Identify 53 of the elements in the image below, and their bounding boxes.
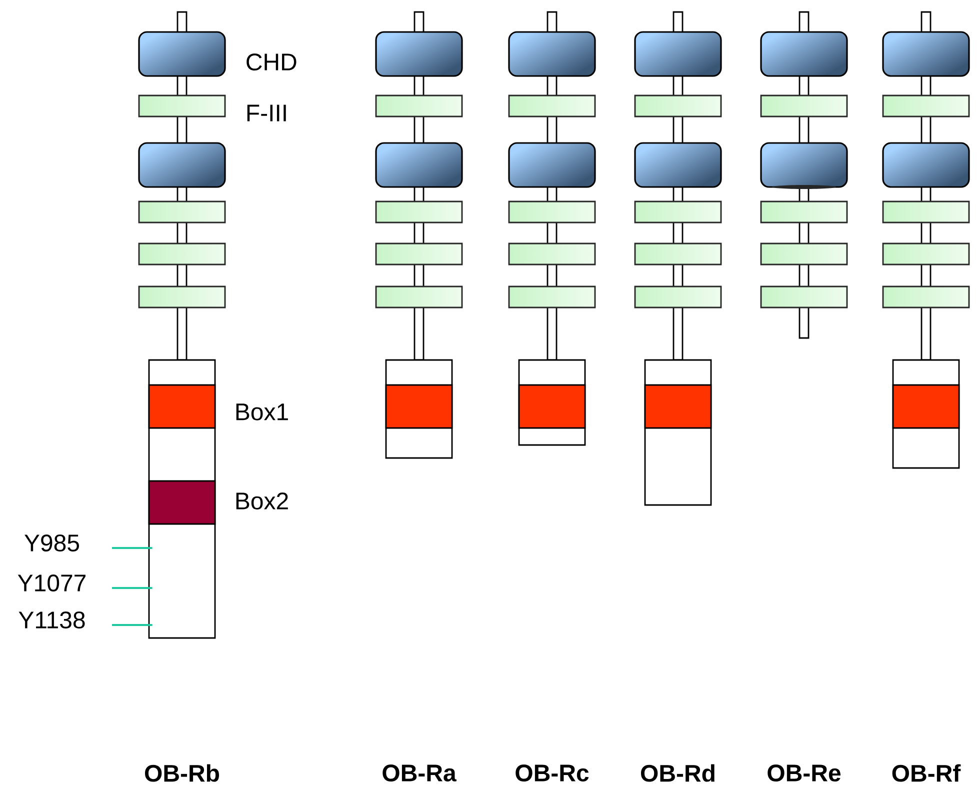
chd-domain <box>634 31 722 77</box>
fibronectin-domain <box>375 286 463 308</box>
chd-domain <box>508 142 596 188</box>
isoform-label: OB-Rd <box>641 764 714 782</box>
domain-label: Box2 <box>236 492 288 510</box>
domain-label: Box1 <box>236 404 288 420</box>
chd-domain <box>138 142 226 188</box>
fibronectin-domain <box>375 200 463 224</box>
isoform-label: OB-Ra <box>382 764 456 782</box>
box1-motif <box>518 384 586 429</box>
fibronectin-domain <box>882 200 970 224</box>
fibronectin-domain <box>138 286 226 308</box>
tyrosine-label: Y1138 <box>18 612 85 628</box>
isoform-label: OB-Rc <box>516 764 589 782</box>
isoform-label: OB-Rf <box>892 764 961 782</box>
fibronectin-domain <box>375 94 463 118</box>
box1-motif <box>385 384 453 429</box>
fibronectin-domain <box>138 242 226 266</box>
chd-domain <box>760 31 848 77</box>
box1-motif <box>644 384 712 429</box>
domain-label: F-III <box>247 104 286 122</box>
chd-domain <box>634 142 722 188</box>
leader-line <box>112 547 152 549</box>
box1-motif <box>892 384 960 429</box>
fibronectin-domain <box>508 200 596 224</box>
fibronectin-domain <box>138 200 226 224</box>
isoform-label: OB-Rb <box>144 764 219 782</box>
chd-domain <box>375 142 463 188</box>
chd-domain <box>882 31 970 77</box>
fibronectin-domain <box>760 286 848 308</box>
chd-domain <box>375 31 463 77</box>
fibronectin-domain <box>375 242 463 266</box>
fibronectin-domain <box>882 242 970 266</box>
fibronectin-domain <box>634 242 722 266</box>
tyrosine-label: Y985 <box>24 534 79 552</box>
fibronectin-domain <box>760 200 848 224</box>
fibronectin-domain <box>634 200 722 224</box>
fibronectin-domain <box>508 94 596 118</box>
fibronectin-domain <box>882 94 970 118</box>
tyrosine-label: Y1077 <box>18 574 86 592</box>
leader-line <box>112 587 152 589</box>
chd-domain <box>508 31 596 77</box>
fibronectin-domain <box>634 286 722 308</box>
fibronectin-domain <box>508 242 596 266</box>
leader-line <box>112 624 152 626</box>
domain-label: CHD <box>246 54 296 70</box>
fibronectin-domain <box>508 286 596 308</box>
fibronectin-domain <box>634 94 722 118</box>
fibronectin-domain <box>760 242 848 266</box>
fibronectin-domain <box>882 286 970 308</box>
isoform-label: OB-Re <box>768 764 840 782</box>
chd-domain <box>882 142 970 188</box>
fibronectin-domain <box>760 94 848 118</box>
